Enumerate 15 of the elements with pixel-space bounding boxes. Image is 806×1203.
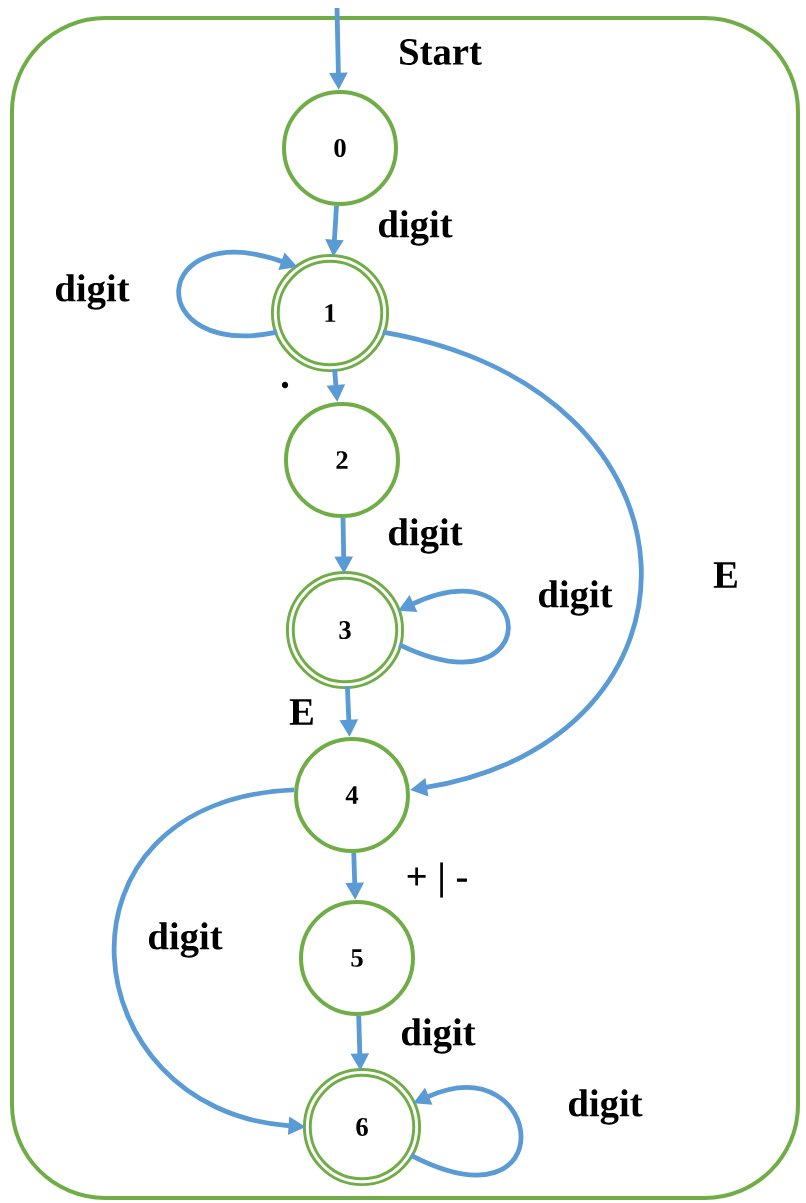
edge-label: digit: [53, 273, 131, 312]
edge-label: E: [711, 561, 741, 589]
edge-label: digit: [376, 209, 454, 247]
edge-label: Start: [396, 37, 484, 67]
edge-label: digit: [566, 1088, 644, 1126]
edge-label: + | -: [404, 861, 470, 899]
edge-label: digit: [399, 1017, 477, 1055]
self-loop-arrow: [409, 1086, 524, 1178]
edge-label: digit: [146, 921, 224, 959]
arrow: [382, 329, 644, 797]
edge-label: digit: [536, 579, 614, 617]
edge-label: digit: [386, 517, 464, 555]
edge-label: E: [287, 698, 317, 726]
edge-label: .: [278, 380, 292, 390]
self-loop-arrow: [398, 589, 511, 665]
